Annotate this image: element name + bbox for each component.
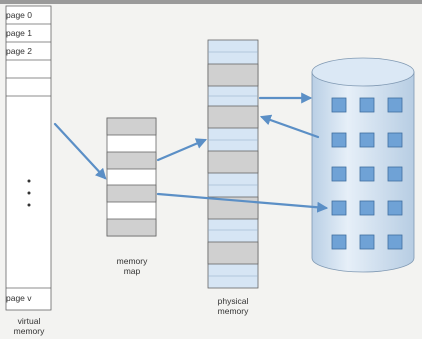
physical-memory-caption-line1: physical: [217, 296, 249, 306]
arrow-disk-to-physical: [259, 114, 320, 139]
virtual-memory-caption-line2: memory: [13, 326, 45, 336]
disk-blocks: [331, 97, 403, 250]
disk-cylinder: [311, 57, 415, 273]
page-1-label: page 1: [6, 28, 32, 38]
arrow-map-to-disk: [156, 192, 329, 213]
ellipsis-dot: [27, 203, 31, 207]
memory-map-column: [106, 117, 157, 237]
ellipsis-dot: [27, 191, 31, 195]
page-0-label: page 0: [6, 10, 32, 20]
physical-memory-caption-line2: memory: [217, 306, 249, 316]
page-v-label: page v: [6, 293, 32, 303]
memory-map-caption-line2: map: [123, 266, 141, 276]
physical-memory-column: [207, 39, 259, 289]
page-2-label: page 2: [6, 46, 32, 56]
arrow-virtual-to-map: [53, 122, 107, 180]
ellipsis-dot: [27, 179, 31, 183]
arrow-map-to-physical: [156, 138, 208, 162]
mapping-arrows: [53, 92, 329, 213]
memory-map-caption-line1: memory: [116, 256, 148, 266]
virtual-memory-column: [5, 5, 52, 311]
virtual-memory-caption-line1: virtual: [17, 316, 41, 326]
top-border: [0, 0, 422, 4]
